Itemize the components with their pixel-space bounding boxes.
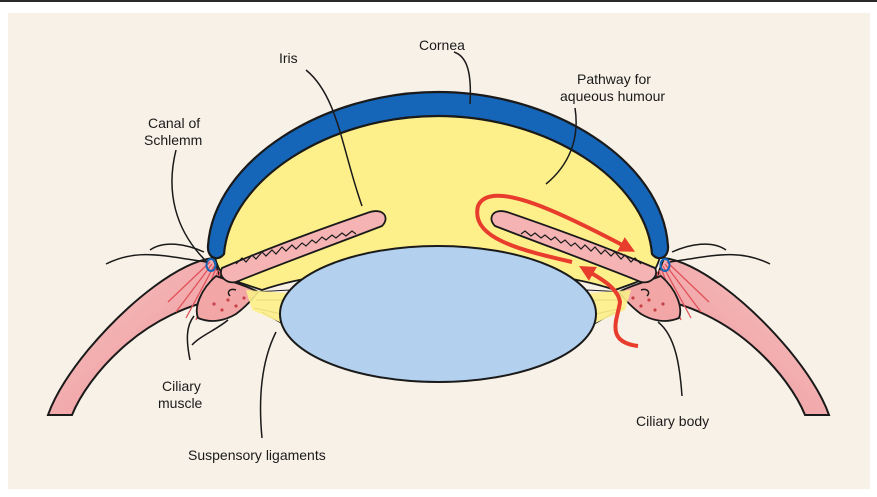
label-ciliary-muscle-line1: Ciliary [162,378,201,394]
label-iris: Iris [279,50,298,66]
leader-suspensory [261,332,276,438]
label-ciliary-muscle-line2: muscle [158,395,203,411]
label-pathway-line2: aqueous humour [560,88,665,104]
label-pathway-line1: Pathway for [577,71,651,87]
leader-ciliary-muscle-a [187,316,194,360]
leader-canal [172,150,207,262]
nerve-left [106,244,206,264]
sclera-left [48,258,228,415]
lens [280,246,596,382]
label-canal-of-schlemm-line1: Canal of [148,115,200,131]
leader-ciliary-body [658,322,682,396]
label-cornea: Cornea [419,37,465,53]
label-ciliary-body: Ciliary body [636,413,709,429]
nerve-right [670,244,770,264]
label-suspensory-ligaments: Suspensory ligaments [188,447,326,463]
leader-ciliary-muscle-b [192,320,228,345]
sclera-right [649,258,829,415]
label-canal-of-schlemm-line2: Schlemm [144,132,202,148]
